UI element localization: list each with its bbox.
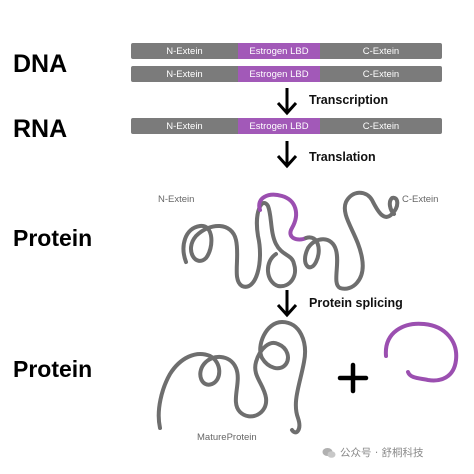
mature-protein-label: MatureProtein bbox=[197, 432, 257, 443]
transcription-arrow-icon bbox=[276, 88, 298, 116]
wechat-icon bbox=[322, 448, 336, 458]
dna-bottom-estrogen-lbd-text: Estrogen LBD bbox=[249, 68, 309, 80]
protein-precursor-label: Protein bbox=[13, 225, 93, 251]
dna-top-c-extein: C-Extein bbox=[320, 43, 442, 59]
plus-sign-icon bbox=[337, 362, 369, 394]
precursor-intein-chain bbox=[257, 192, 308, 242]
rna-c-extein: C-Extein bbox=[320, 118, 442, 134]
precursor-c-extein-label: C-Extein bbox=[402, 194, 439, 205]
dna-strand-top: N-Extein Estrogen LBD C-Extein bbox=[131, 43, 442, 59]
dna-bottom-c-extein: C-Extein bbox=[320, 66, 442, 82]
dna-top-estrogen-lbd-text: Estrogen LBD bbox=[249, 45, 309, 57]
dna-bottom-n-extein-text: N-Extein bbox=[166, 68, 203, 80]
dna-top-n-extein: N-Extein bbox=[131, 43, 238, 59]
rna-n-extein-text: N-Extein bbox=[166, 120, 203, 132]
transcription-label: Transcription bbox=[309, 93, 389, 107]
dna-bottom-estrogen-lbd: Estrogen LBD bbox=[238, 66, 320, 82]
dna-top-n-extein-text: N-Extein bbox=[166, 45, 203, 57]
precursor-n-extein-label: N-Extein bbox=[158, 194, 195, 205]
precursor-c-extein-chain bbox=[303, 190, 400, 291]
rna-c-extein-text: C-Extein bbox=[362, 120, 400, 132]
dna-label: DNA bbox=[13, 50, 68, 78]
rna-n-extein: N-Extein bbox=[131, 118, 238, 134]
dna-bottom-n-extein: N-Extein bbox=[131, 66, 238, 82]
protein-splicing-label: Protein splicing bbox=[309, 296, 403, 310]
watermark-text: 公众号 · 舒桐科技 bbox=[340, 446, 424, 459]
translation-arrow-icon bbox=[276, 141, 298, 169]
rna-estrogen-lbd-text: Estrogen LBD bbox=[249, 120, 309, 132]
translation-label: Translation bbox=[309, 150, 376, 164]
protein-splicing-arrow-icon bbox=[276, 290, 298, 318]
protein-mature-label: Protein bbox=[13, 356, 93, 382]
watermark: 公众号 · 舒桐科技 bbox=[322, 447, 424, 459]
dna-top-estrogen-lbd: Estrogen LBD bbox=[238, 43, 320, 59]
dna-strand-bottom: N-Extein Estrogen LBD C-Extein bbox=[131, 66, 442, 82]
dna-top-c-extein-text: C-Extein bbox=[362, 45, 400, 57]
spliced-intein-chain bbox=[383, 321, 459, 383]
mature-protein-chain bbox=[156, 320, 307, 435]
rna-strand: N-Extein Estrogen LBD C-Extein bbox=[131, 118, 442, 134]
rna-estrogen-lbd: Estrogen LBD bbox=[238, 118, 320, 134]
precursor-n-extein-chain bbox=[181, 201, 297, 289]
dna-bottom-c-extein-text: C-Extein bbox=[362, 68, 400, 80]
rna-label: RNA bbox=[13, 115, 68, 143]
